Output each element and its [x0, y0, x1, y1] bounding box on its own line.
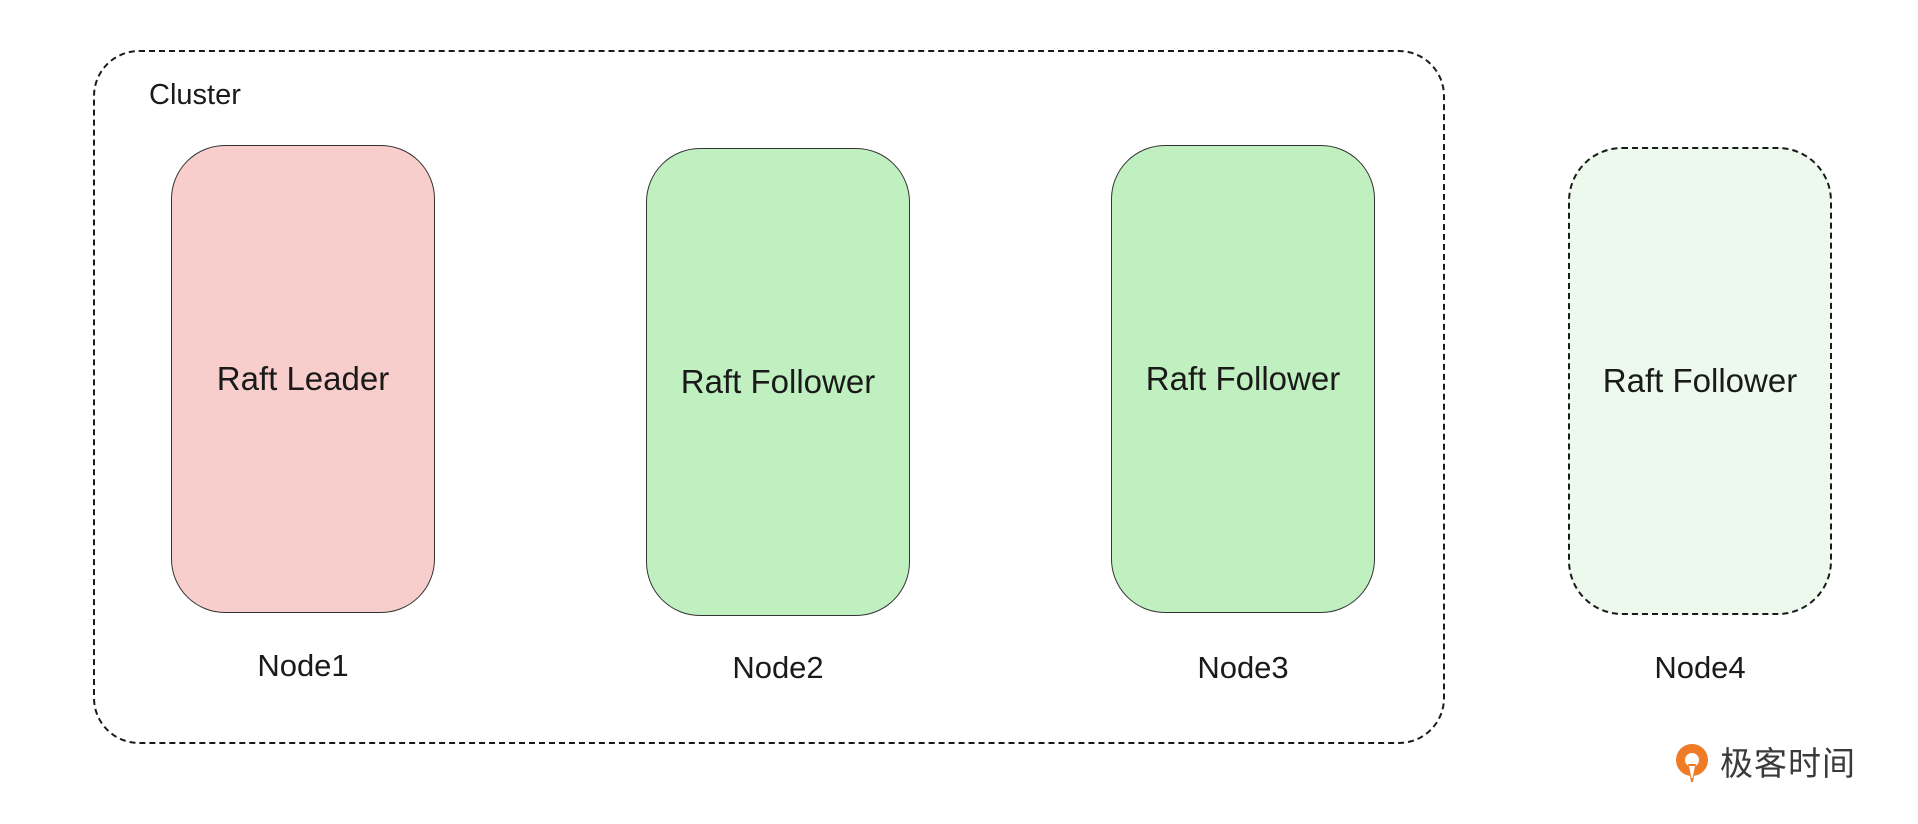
node1-box: Raft Leader [171, 145, 435, 613]
brand-watermark: 极客时间 [1672, 742, 1856, 786]
node4-name: Node4 [1654, 650, 1746, 685]
cluster-boundary [93, 50, 1445, 744]
node4-role-label: Raft Follower [1602, 362, 1798, 399]
node1-name: Node1 [257, 648, 349, 683]
brand-text: 极客时间 [1720, 744, 1856, 783]
geektime-logo-icon [1676, 744, 1708, 782]
node2-box: Raft Follower [646, 148, 910, 616]
node3-name: Node3 [1197, 650, 1289, 685]
node4-box: Raft Follower [1568, 147, 1832, 615]
node3-box: Raft Follower [1111, 145, 1375, 613]
node2-role-label: Raft Follower [680, 363, 876, 400]
node1-role-label: Raft Leader [216, 360, 390, 397]
node2-name: Node2 [732, 650, 824, 685]
cluster-label: Cluster [149, 79, 241, 111]
node3-role-label: Raft Follower [1145, 360, 1341, 397]
